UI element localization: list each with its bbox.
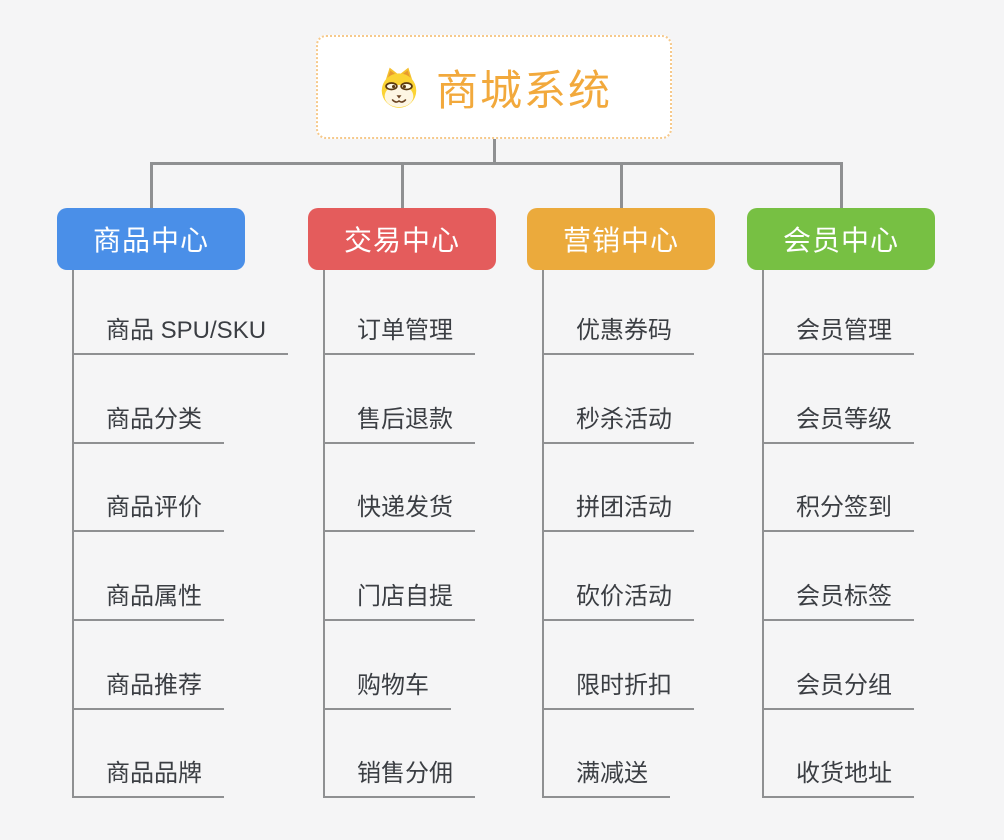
child-node[interactable]: 购物车 (323, 671, 451, 710)
branch-node[interactable]: 会员中心 (747, 208, 935, 270)
child-node[interactable]: 商品属性 (72, 582, 224, 621)
root-node[interactable]: 商城系统 (316, 35, 672, 139)
connector-root-drop (492, 139, 496, 165)
branch-spine (762, 270, 764, 798)
child-node[interactable]: 优惠券码 (542, 316, 694, 355)
connector-stub (839, 162, 843, 208)
child-node[interactable]: 商品推荐 (72, 671, 224, 710)
child-node[interactable]: 快递发货 (323, 493, 475, 532)
child-node[interactable]: 门店自提 (323, 582, 475, 621)
child-node[interactable]: 拼团活动 (542, 493, 694, 532)
child-node[interactable]: 商品品牌 (72, 759, 224, 798)
branch-node[interactable]: 营销中心 (527, 208, 715, 270)
connector-stub (149, 162, 153, 208)
child-node[interactable]: 满减送 (542, 759, 670, 798)
child-node[interactable]: 会员标签 (762, 582, 914, 621)
child-node[interactable]: 砍价活动 (542, 582, 694, 621)
connector-stub (400, 162, 404, 208)
child-node[interactable]: 商品 SPU/SKU (72, 316, 289, 355)
child-node[interactable]: 会员等级 (762, 405, 914, 444)
child-node[interactable]: 商品分类 (72, 405, 224, 444)
child-node[interactable]: 商品评价 (72, 493, 224, 532)
branch-node[interactable]: 交易中心 (308, 208, 496, 270)
branch-spine (323, 270, 325, 798)
child-node[interactable]: 秒杀活动 (542, 405, 694, 444)
root-title: 商城系统 (435, 66, 612, 114)
child-node[interactable]: 会员分组 (762, 671, 914, 710)
child-node[interactable]: 收货地址 (762, 759, 914, 798)
connector-bus (149, 162, 843, 165)
child-node[interactable]: 订单管理 (323, 316, 475, 355)
branch-spine (542, 270, 544, 798)
child-node[interactable]: 限时折扣 (542, 671, 694, 710)
child-node[interactable]: 会员管理 (762, 316, 914, 355)
branch-node[interactable]: 商品中心 (57, 208, 245, 270)
dog-face-icon (381, 67, 417, 108)
branch-spine (72, 270, 74, 798)
child-node[interactable]: 销售分佣 (323, 759, 475, 798)
child-node[interactable]: 积分签到 (762, 493, 914, 532)
connector-stub (619, 162, 623, 208)
child-node[interactable]: 售后退款 (323, 405, 475, 444)
